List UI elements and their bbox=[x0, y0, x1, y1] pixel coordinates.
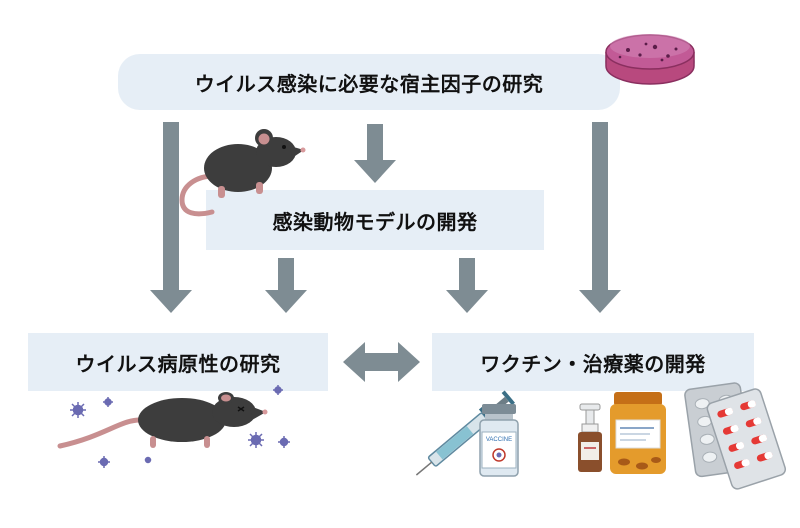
double-arrow-pathogenicity-vaccine bbox=[343, 342, 420, 382]
pathogenicity-label: ウイルス病原性の研究 bbox=[75, 351, 281, 376]
petri-dish-icon bbox=[605, 34, 695, 85]
host-factor-research-box: ウイルス感染に必要な宿主因子の研究 bbox=[118, 54, 620, 110]
mouse-model-icon bbox=[179, 129, 306, 217]
sick-mouse-icon bbox=[57, 392, 268, 449]
arrow-top-to-model bbox=[354, 124, 396, 183]
pathogenicity-box: ウイルス病原性の研究 bbox=[28, 333, 328, 391]
arrow-model-to-pathogenicity bbox=[265, 258, 307, 313]
arrow-top-to-vaccine bbox=[579, 122, 621, 313]
pill-bottle-icon bbox=[610, 392, 666, 474]
host-factor-research-label: ウイルス感染に必要な宿主因子の研究 bbox=[194, 71, 544, 96]
vaccine-therapeutics-box: ワクチン・治療薬の開発 bbox=[432, 333, 754, 391]
spray-bottle-icon bbox=[578, 403, 602, 472]
vaccine-vial-label: VACCINE bbox=[486, 437, 512, 443]
animal-model-box: 感染動物モデルの開発 bbox=[206, 190, 544, 250]
blister-pack-icon bbox=[684, 382, 787, 490]
arrow-top-to-pathogenicity bbox=[150, 122, 192, 313]
arrow-model-to-vaccine bbox=[446, 258, 488, 313]
virus-icon bbox=[70, 385, 290, 468]
vaccine-therapeutics-label: ワクチン・治療薬の開発 bbox=[480, 351, 706, 376]
vaccine-vial-icon: VACCINE bbox=[479, 404, 519, 477]
animal-model-label: 感染動物モデルの開発 bbox=[272, 209, 478, 234]
